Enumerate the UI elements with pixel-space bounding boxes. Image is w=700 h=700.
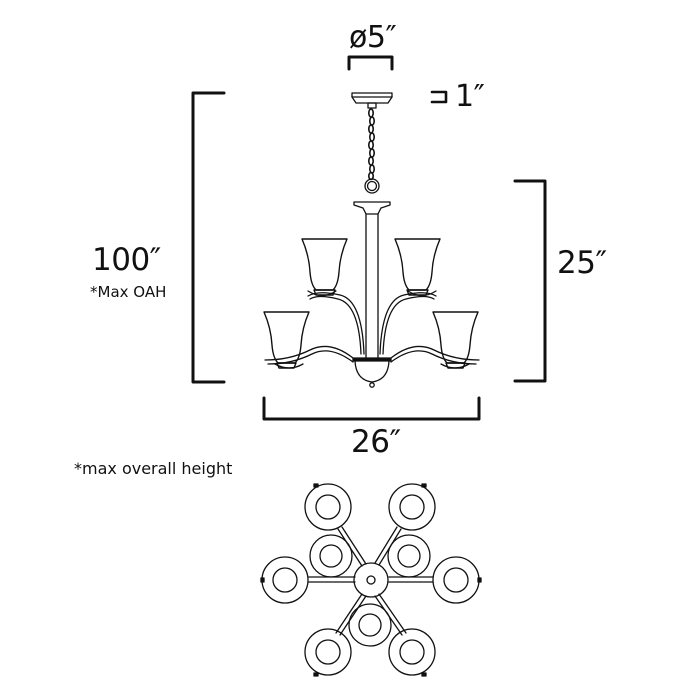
- shade-ring: [387, 534, 431, 578]
- fixture-height-label: 25″: [557, 245, 607, 281]
- loop-ring-icon: [364, 178, 380, 194]
- shade-upper-right: [394, 238, 441, 296]
- chain-icon: [367, 108, 375, 181]
- canopy-icon: [351, 92, 393, 109]
- top-plan-view: [260, 483, 482, 677]
- shade-lower-right: [432, 311, 479, 369]
- shade-lower-left: [263, 311, 310, 369]
- shade-ring: [388, 628, 436, 676]
- canopy-diameter-label: ø5″: [349, 20, 397, 55]
- shade-ring: [304, 628, 352, 676]
- shade-ring: [348, 603, 392, 647]
- overall-height-bracket: [191, 91, 226, 384]
- shade-upper-left: [301, 238, 348, 296]
- fixture-width-bracket: [262, 396, 481, 421]
- canopy-height-bracket: [430, 90, 448, 104]
- overall-height-label: 100″: [92, 242, 161, 278]
- plan-arms: [308, 526, 434, 636]
- fixture-height-bracket: [513, 179, 547, 383]
- shade-ring: [309, 534, 353, 578]
- hub-icon: [353, 562, 389, 598]
- shade-ring: [304, 483, 352, 531]
- shade-ring: [388, 483, 436, 531]
- footnote: *max overall height: [74, 459, 233, 478]
- side-elevation-view: [264, 92, 480, 388]
- shade-ring: [261, 556, 309, 604]
- shade-ring: [432, 556, 480, 604]
- overall-height-note: *Max OAH: [90, 283, 167, 301]
- fixture-width-label: 26″: [351, 424, 401, 460]
- canopy-height-label: 1″: [455, 79, 485, 114]
- canopy-diameter-bracket: [347, 55, 394, 71]
